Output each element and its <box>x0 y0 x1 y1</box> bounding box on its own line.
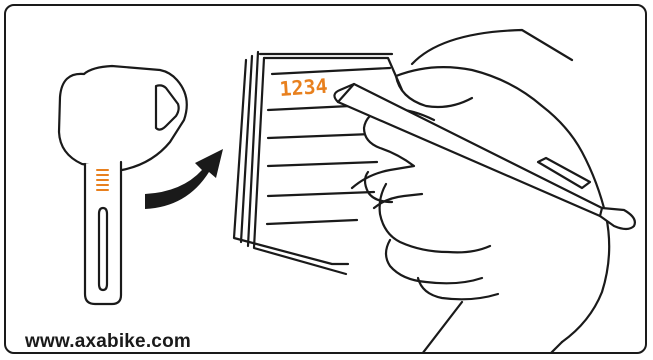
notebook-icon <box>234 30 572 274</box>
key-icon <box>59 66 187 304</box>
website-url: www.axabike.com <box>25 332 191 351</box>
curved-arrow-icon <box>145 149 223 209</box>
instruction-illustration: 1234 <box>6 6 647 354</box>
written-code: 1234 <box>279 74 329 101</box>
illustration-frame: 1234 www.axabike.com <box>4 4 647 354</box>
